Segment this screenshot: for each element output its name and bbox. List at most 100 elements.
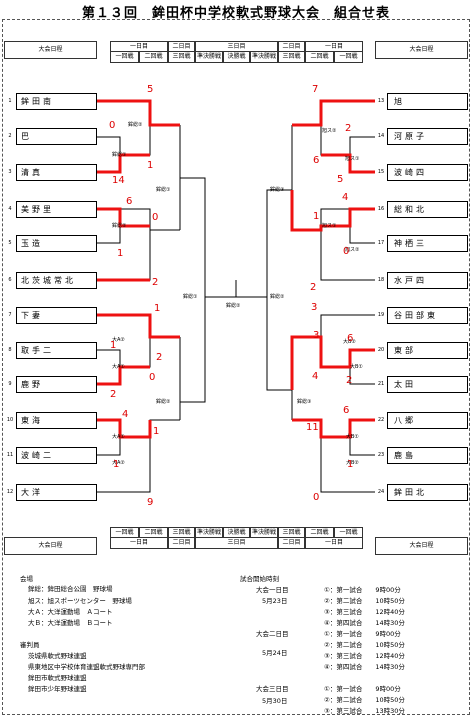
bracket-winner-lines — [97, 99, 375, 439]
team-name-left: 大洋 — [16, 484, 97, 501]
team-name-right: 谷田部東 — [387, 307, 468, 324]
score: 0 — [343, 246, 350, 257]
score: 1 — [154, 303, 161, 314]
team-name-right: 太田 — [387, 376, 468, 393]
team-name-right: 神栖三 — [387, 235, 468, 252]
team-number: 1 — [8, 98, 12, 104]
team-name-right: 総和北 — [387, 201, 468, 218]
score: 1 — [147, 160, 154, 171]
team-name-right: 鉾田北 — [387, 484, 468, 501]
bracket-frame — [2, 19, 470, 715]
team-name-left: 清真 — [16, 164, 97, 181]
team-number: 7 — [8, 312, 12, 318]
team-name-left: 鉾田南 — [16, 93, 97, 110]
team-name-right: 波崎四 — [387, 164, 468, 181]
score: 4 — [342, 192, 349, 203]
team-name-left: 玉造 — [16, 235, 97, 252]
semifinal-left: 準決勝戦 — [195, 51, 223, 63]
team-name-left: 下妻 — [16, 307, 97, 324]
time-line: ③：第三試合 13時30分 — [324, 707, 405, 715]
team-name-left: 鹿野 — [16, 376, 97, 393]
team-number: 2 — [8, 133, 12, 139]
round2-left: 二回戦 — [139, 51, 168, 63]
team-number: 10 — [6, 417, 14, 423]
page-title: 第１３回 鉾田杯中学校軟式野球大会 組合せ表 — [81, 6, 390, 21]
venue-label: 鉾総① — [112, 152, 127, 158]
day1-right-bottom: 一日目 — [305, 537, 363, 549]
team-number: 6 — [8, 277, 12, 283]
day2-date: 5月24日 — [262, 649, 288, 657]
score: 9 — [147, 497, 154, 508]
score: 1 — [117, 248, 124, 259]
team-number: 15 — [377, 169, 385, 175]
venue-label: 鉾総③ — [270, 187, 285, 193]
bracket-black-lines — [97, 100, 375, 493]
team-number: 17 — [377, 240, 385, 246]
team-name-right: 水戸四 — [387, 272, 468, 289]
venue-label: 鉾総② — [270, 294, 285, 300]
day3-center-bottom: 三日目 — [195, 537, 278, 549]
venue-label: 大B② — [343, 339, 356, 345]
score: 11 — [306, 422, 319, 433]
final: 決勝戦 — [223, 51, 250, 63]
schedule-label-left: 大会日程 — [4, 41, 97, 59]
score: 1 — [113, 459, 120, 470]
score: 14 — [112, 175, 125, 186]
score: 3 — [313, 330, 320, 341]
team-number: 12 — [6, 489, 14, 495]
team-name-right: 東部 — [387, 342, 468, 359]
team-number: 19 — [377, 312, 385, 318]
round3-right: 三回戦 — [278, 51, 305, 63]
venue-label: 大A① — [112, 434, 125, 440]
round2-right: 二回戦 — [305, 51, 334, 63]
venue-label: 旭ス② — [322, 128, 337, 134]
referee-line: 鉾田市軟式野球連盟 — [28, 674, 87, 682]
score: 6 — [313, 155, 320, 166]
team-name-right: 八郷 — [387, 412, 468, 429]
venue-line: 旭ス：旭スポーツセンター 野球場 — [28, 597, 132, 605]
referee-heading: 審判員 — [20, 641, 40, 649]
team-number: 20 — [377, 347, 385, 353]
team-name-right: 鹿島 — [387, 447, 468, 464]
time-line: ②：第二試合 10時50分 — [324, 696, 405, 704]
score: 1 — [153, 426, 160, 437]
venue-line: 大Ａ：大洋運動場 Ａコート — [28, 608, 113, 616]
team-name-left: 波崎二 — [16, 447, 97, 464]
team-name-left: 取手二 — [16, 342, 97, 359]
venue-label: 大B② — [346, 460, 359, 466]
start-heading: 試合開始時刻 — [240, 575, 279, 583]
team-number: 8 — [8, 347, 12, 353]
score: 0 — [109, 120, 116, 131]
referee-line: 県東地区中学校体育連盟軟式野球専門部 — [28, 663, 145, 671]
score: 2 — [110, 389, 117, 400]
schedule-label-right-bottom: 大会日程 — [375, 537, 468, 555]
time-line: ①：第一試合 9時00分 — [324, 630, 401, 638]
round3-left: 三回戦 — [168, 51, 195, 63]
team-number: 5 — [8, 240, 12, 246]
score: 2 — [156, 352, 163, 363]
score: 0 — [149, 372, 156, 383]
time-line: ②：第二試合 10時50分 — [324, 597, 405, 605]
venue-label: 大A② — [112, 337, 125, 343]
score: 3 — [311, 302, 318, 313]
team-number: 22 — [377, 417, 385, 423]
time-line: ④：第四試合 14時30分 — [324, 619, 405, 627]
day3-label: 大会三日目 — [256, 685, 289, 693]
venue-label: 鉾総② — [128, 122, 143, 128]
venue-label: 鉾総① — [183, 294, 198, 300]
score: 0 — [313, 492, 320, 503]
team-number: 13 — [377, 98, 385, 104]
day1-label: 大会一日目 — [256, 586, 289, 594]
referee-line: 茨城県軟式野球連盟 — [28, 652, 87, 660]
team-number: 9 — [8, 381, 12, 387]
venue-line: 鉾総：鉾田総合公園 野球場 — [28, 585, 113, 593]
team-name-left: 北茨城常北 — [16, 272, 97, 289]
team-number: 4 — [8, 206, 12, 212]
score: 7 — [312, 84, 319, 95]
venue-label: 旭ス① — [322, 223, 337, 229]
score: 0 — [152, 212, 159, 223]
time-line: ①：第一試合 9時00分 — [324, 586, 401, 594]
day2-label: 大会二日目 — [256, 630, 289, 638]
team-name-right: 河原子 — [387, 128, 468, 145]
